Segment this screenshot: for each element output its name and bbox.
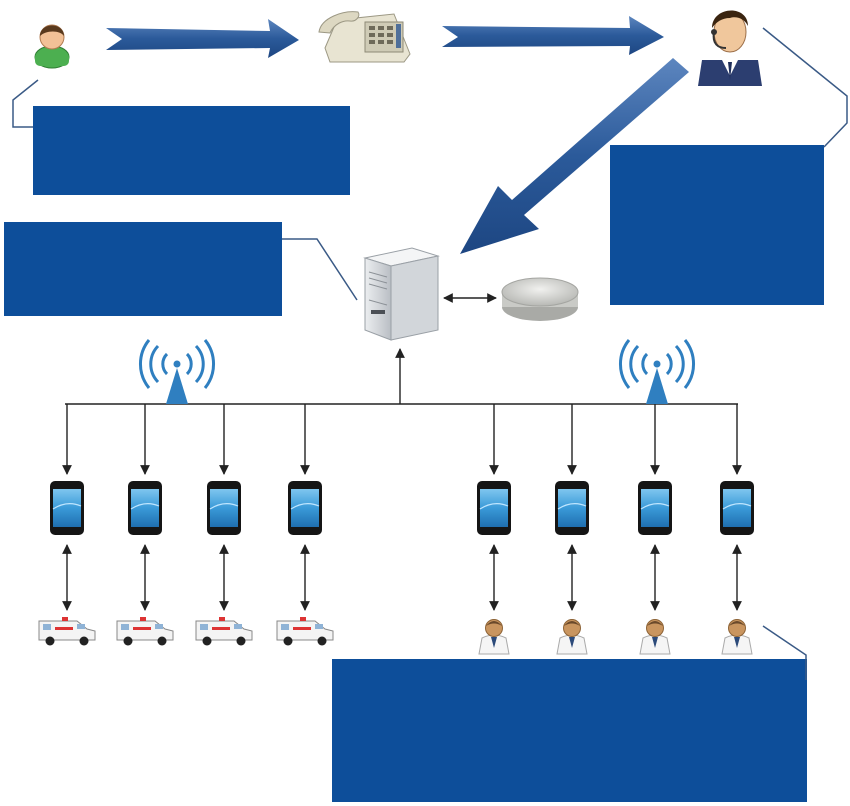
ambulance-icon bbox=[38, 617, 96, 646]
antenna-signal-icon bbox=[619, 339, 695, 404]
caller-person-icon bbox=[34, 24, 70, 69]
ambulance-icon bbox=[195, 617, 253, 646]
callout-line-dispatcher bbox=[762, 27, 848, 148]
mobile-phone-icon bbox=[477, 481, 511, 535]
ambulance-icon bbox=[276, 617, 334, 646]
dispatcher-operator-icon bbox=[698, 10, 762, 86]
doctor-icon bbox=[639, 619, 671, 655]
mobile-phone-icon bbox=[638, 481, 672, 535]
callout-line-responders bbox=[762, 625, 807, 680]
doctor-icon bbox=[721, 619, 753, 655]
mobile-phone-icon bbox=[207, 481, 241, 535]
responders-label-box bbox=[332, 659, 807, 802]
flow-arrow-caller-to-phone bbox=[106, 19, 299, 58]
flow-arrow-dispatcher-to-server bbox=[460, 58, 689, 254]
flow-arrow-phone-to-dispatcher bbox=[442, 16, 664, 55]
ambulance-icon bbox=[116, 617, 174, 646]
dispatcher-label-box bbox=[610, 145, 824, 305]
mobile-phone-icon bbox=[50, 481, 84, 535]
callout-line-server bbox=[282, 238, 358, 301]
mobile-phone-icon bbox=[128, 481, 162, 535]
doctor-icon bbox=[478, 619, 510, 655]
mobile-phone-icon bbox=[720, 481, 754, 535]
server-tower-icon bbox=[363, 247, 440, 341]
caller-label-box bbox=[33, 106, 350, 195]
telephone-icon bbox=[318, 11, 411, 63]
server-label-box bbox=[4, 222, 282, 316]
antenna-signal-icon bbox=[139, 339, 215, 404]
doctor-icon bbox=[556, 619, 588, 655]
device-columns bbox=[38, 404, 754, 655]
mobile-phone-icon bbox=[555, 481, 589, 535]
database-disk-icon bbox=[501, 277, 579, 321]
callout-line-caller bbox=[12, 79, 39, 128]
mobile-phone-icon bbox=[288, 481, 322, 535]
